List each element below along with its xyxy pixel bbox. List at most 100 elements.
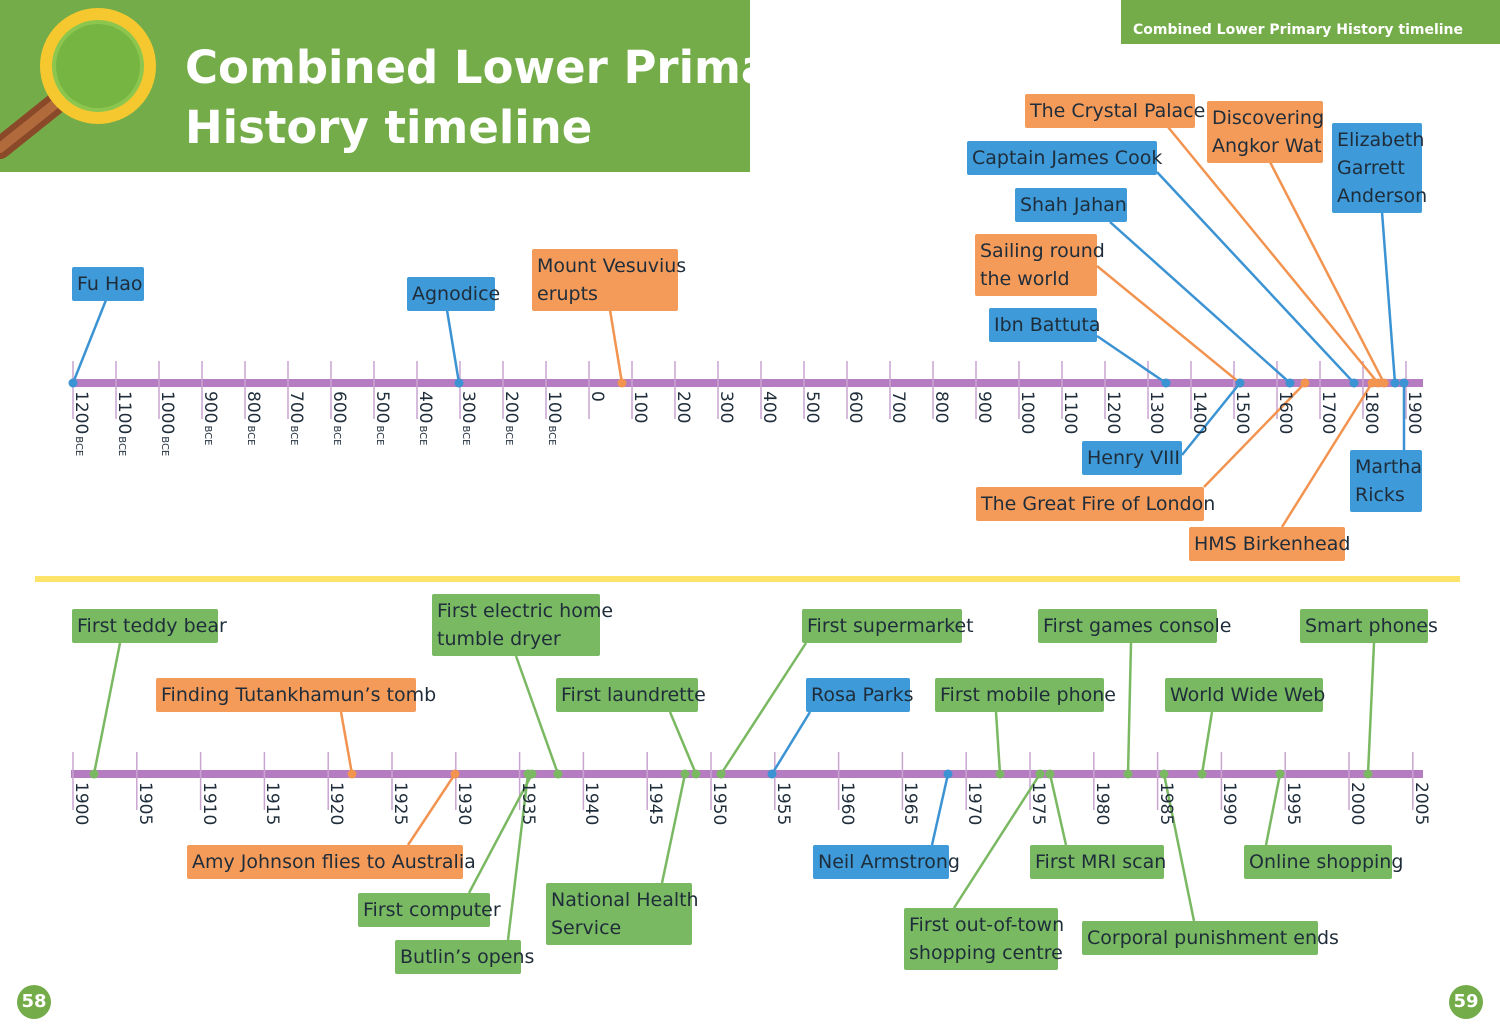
tick-label: 1905 [134,782,155,826]
connector-line [445,309,461,384]
event-label: Rosa Parks [806,678,914,712]
event-dot [1379,378,1389,388]
tick-label: 1910 [198,782,219,826]
tick-label: 700 [888,391,908,424]
connector-line [1126,642,1133,775]
tick-label: 1300 [1146,391,1166,435]
title-line-2: History timeline [185,101,593,154]
connector-line [660,773,687,884]
connector-line [608,309,624,384]
event-label: Captain James Cook [967,141,1162,175]
tick-label: 1940 [581,782,602,826]
connector-line [1380,211,1397,384]
connector-line [1096,265,1241,384]
connector-line [719,642,808,775]
event-label: First electric home tumble dryer [432,594,613,656]
event-dot [523,769,533,779]
tick-label: 1100BCE [114,391,134,457]
tick-label: 1800 [1361,391,1381,435]
event-dot [1275,769,1285,779]
tick-label: 1925 [390,782,410,826]
event-label: Elizabeth Garrett Anderson [1332,123,1427,213]
event-dot [1349,378,1359,388]
event-dot [1390,378,1400,388]
tick-label: 1700 [1318,391,1338,435]
tick-label: 1900 [71,782,91,826]
connector-line [1048,773,1068,846]
tick-label: 1200 [1103,391,1123,435]
event-label: Agnodice [407,277,500,311]
connector-line [930,773,950,846]
tick-label: 600BCE [329,391,349,446]
page-title: Combined Lower Primary History timeline [185,38,823,158]
tick-label: 1200BCE [71,391,91,457]
tick-label: 1965 [900,782,921,826]
tick-label: 1955 [772,782,793,826]
tick-label: 1970 [964,782,985,826]
event-label: World Wide Web [1165,678,1325,712]
event-label: First out-of-town shopping centre [904,908,1064,970]
tick-label: 1100 [1060,391,1080,435]
event-label: Martha Ricks [1350,450,1422,512]
event-label: The Crystal Palace [1025,94,1205,128]
event-dot [1285,378,1295,388]
magnifying-glass-icon [0,8,156,159]
connector-line [1264,773,1282,846]
event-dot [68,378,78,388]
connector-line [1156,171,1355,384]
event-dot [1367,378,1377,388]
connector-line [1109,221,1291,384]
event-dot [767,769,777,779]
event-label: First supermarket [802,609,974,643]
event-label: Fu Hao [72,267,144,301]
event-label: Discovering Angkor Wat [1207,101,1324,163]
connector-line [1167,126,1379,384]
tick-label: 1930 [453,782,474,826]
connector-line [770,711,812,775]
connector-line [1280,382,1374,528]
connector-line [1181,382,1241,456]
connector-line [952,773,1042,909]
event-label: First games console [1038,609,1231,643]
connector-line [1096,334,1167,385]
event-label: Sailing round the world [975,234,1105,296]
event-dot [691,769,701,779]
event-dot [1161,378,1171,388]
event-dot [450,769,460,779]
connector-line [506,773,530,941]
tick-label: 1980 [1091,782,1112,826]
event-dot [1045,769,1055,779]
connector-line [467,773,534,894]
tick-label: 400BCE [415,391,435,446]
connector-line [92,642,122,775]
event-label: Smart phones [1300,609,1438,643]
event-dot [1123,769,1133,779]
event-label: Finding Tutankhamun’s tomb [156,678,436,712]
event-label: First teddy bear [72,609,227,643]
event-dot [347,769,357,779]
tick-label: 2000 [1347,782,1367,826]
event-label: Corporal punishment ends [1082,921,1339,955]
tick-label: 1945 [645,782,666,826]
tick-label: 1915 [262,782,283,826]
event-dot [1197,769,1207,779]
tick-label: 1600 [1275,391,1295,435]
tick-label: 1995 [1283,782,1304,826]
event-label: Neil Armstrong [813,845,960,879]
tick-label: 700BCE [286,391,306,446]
tick-label: 400 [759,391,779,424]
connector-line [1200,711,1214,775]
event-label: Ibn Battuta [989,308,1100,342]
event-dot [454,378,464,388]
event-dot [680,769,690,779]
event-label: Online shopping [1244,845,1403,879]
connector-line [1162,773,1196,922]
event-label: First MRI scan [1030,845,1166,879]
tick-label: 300 [716,391,736,424]
connector-line [1366,642,1376,775]
event-dot [553,769,563,779]
tick-label: 800 [931,391,951,424]
tick-label: 1000 [1017,391,1037,435]
connector-line [1203,382,1306,488]
